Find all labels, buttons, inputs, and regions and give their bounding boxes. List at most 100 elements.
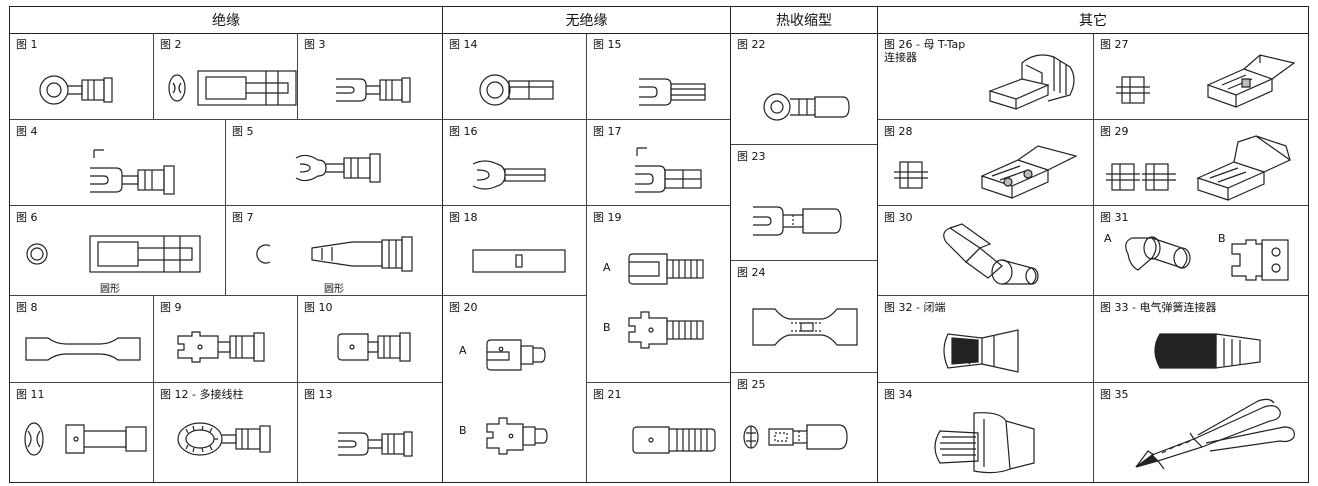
heat-shrink-panel: 热收缩型 图 22 图 23 图 24 图 25 [730, 6, 878, 483]
figure-20-cell: 图 20 A B [443, 296, 587, 482]
figure-6-sublabel: 圆形 [100, 284, 120, 295]
figure-13-cell: 图 13 [298, 383, 442, 482]
figure-33-cell: 图 33 - 电气弹簧连接器 [1094, 296, 1308, 383]
figure-8-label: 图 8 [16, 301, 38, 314]
t-tap-connector-icon [988, 54, 1075, 110]
figure-29-label: 图 29 [1100, 125, 1129, 138]
figure-9-cell: 图 9 [154, 296, 298, 383]
figure-19-variant-b: B [603, 321, 611, 334]
figure-10-cell: 图 10 [298, 296, 442, 383]
figure-7-label: 图 7 [232, 211, 254, 224]
figure-32-label: 图 32 - 闭端 [884, 301, 946, 314]
figure-28-cell: 图 28 [878, 120, 1094, 206]
figure-34-cell: 图 34 [878, 383, 1094, 482]
wire-connector-variant-b-icon [1231, 239, 1289, 281]
ring-terminal-icon [479, 74, 554, 106]
figure-27-label: 图 27 [1100, 38, 1129, 51]
figure-16-cell: 图 16 [443, 120, 587, 206]
figure-33-label: 图 33 - 电气弹簧连接器 [1100, 301, 1217, 314]
figure-35-label: 图 35 [1100, 388, 1129, 401]
flanged-spade-terminal-icon [295, 153, 381, 183]
figure-22-label: 图 22 [737, 38, 766, 51]
heat-shrink-ring-terminal-icon [763, 93, 850, 121]
figure-10-label: 图 10 [304, 301, 333, 314]
figure-5-label: 图 5 [232, 125, 254, 138]
figure-4-label: 图 4 [16, 125, 38, 138]
figure-20-label: 图 20 [449, 301, 478, 314]
figure-3-cell: 图 3 [298, 33, 442, 120]
figure-19-cell: 图 19 A B [587, 206, 731, 383]
figure-2-label: 图 2 [160, 38, 182, 51]
heat-shrink-header: 热收缩型 [731, 7, 877, 34]
figure-11-cell: 图 11 [10, 383, 154, 482]
tap-schematic-icon [1116, 76, 1150, 104]
figure-15-label: 图 15 [593, 38, 622, 51]
heat-shrink-disconnect-icon [743, 424, 848, 450]
insulation-displacement-connector-icon [1206, 54, 1296, 108]
figure-32-cell: 图 32 - 闭端 [878, 296, 1094, 383]
figure-18-label: 图 18 [449, 211, 478, 224]
wire-connector-variant-a-icon [1125, 236, 1191, 271]
figure-1-label: 图 1 [16, 38, 38, 51]
flanged-spade-terminal-icon [472, 160, 546, 190]
figure-1-cell: 图 1 [10, 33, 154, 120]
figure-24-label: 图 24 [737, 266, 766, 279]
figure-14-label: 图 14 [449, 38, 478, 51]
figure-20-variant-a: A [459, 344, 467, 357]
figure-13-label: 图 13 [304, 388, 333, 401]
figure-25-cell: 图 25 [731, 373, 877, 482]
figure-21-cell: 图 21 [587, 383, 731, 482]
figure-14-cell: 图 14 [443, 33, 587, 120]
figure-12-label: 图 12 - 多接线柱 [160, 388, 244, 401]
figure-28-label: 图 28 [884, 125, 913, 138]
figure-17-cell: 图 17 [587, 120, 731, 206]
figure-25-label: 图 25 [737, 378, 766, 391]
figure-30-cell: 图 30 [878, 206, 1094, 296]
double-splice-connector-icon [1196, 135, 1292, 201]
male-disconnect-variant-b-icon [628, 311, 704, 349]
female-disconnect-variant-a-icon [628, 253, 704, 285]
figure-29-cell: 图 29 [1094, 120, 1308, 206]
figure-20-variant-b: B [459, 424, 467, 437]
heat-shrink-butt-splice-icon [752, 308, 858, 346]
insulated-header: 绝缘 [10, 7, 442, 34]
male-tab-disconnect-icon [632, 426, 716, 454]
figure-11-label: 图 11 [16, 388, 45, 401]
spade-terminal-icon [336, 77, 411, 103]
male-flat-disconnect-variant-b-icon [486, 417, 548, 455]
figure-26-cell: 图 26 - 母 T-Tap 连接器 [878, 33, 1094, 120]
figure-12-cell: 图 12 - 多接线柱 [154, 383, 298, 482]
round-male-disconnect-icon [256, 236, 413, 272]
figure-7-cell: 图 7 圆形 [226, 206, 442, 296]
male-tab-terminal-icon [177, 331, 265, 363]
double-tap-schematic-icon [1106, 163, 1176, 191]
crimping-tool-icon [1135, 398, 1295, 470]
seamless-butt-splice-icon [472, 249, 566, 273]
figure-8-cell: 图 8 [10, 296, 154, 383]
flat-disconnect-variant-a-icon [486, 339, 546, 371]
spade-terminal-icon [338, 431, 413, 457]
hooked-spade-terminal-icon [90, 149, 175, 195]
figure-15-cell: 图 15 [587, 33, 731, 120]
figure-2-cell: 图 2 [154, 33, 298, 120]
figure-18-cell: 图 18 [443, 206, 587, 296]
spring-wire-connector-icon [1154, 333, 1261, 369]
figure-19-label: 图 19 [593, 211, 622, 224]
figure-17-label: 图 17 [593, 125, 622, 138]
non-insulated-panel: 无绝缘 图 14 图 15 图 16 图 17 图 18 [442, 6, 731, 483]
spade-terminal-icon [639, 78, 706, 106]
figure-35-cell: 图 35 [1094, 383, 1308, 482]
figure-31-variant-a: A [1104, 232, 1112, 245]
non-insulated-header: 无绝缘 [443, 7, 730, 34]
closed-end-connector-icon [943, 329, 1019, 373]
figure-19-variant-a: A [603, 261, 611, 274]
figure-23-label: 图 23 [737, 150, 766, 163]
figure-27-cell: 图 27 [1094, 33, 1308, 120]
butt-splice-icon [25, 337, 141, 361]
figure-3-label: 图 3 [304, 38, 326, 51]
round-female-disconnect-icon [26, 235, 201, 273]
figure-16-label: 图 16 [449, 125, 478, 138]
figure-23-cell: 图 23 [731, 145, 877, 261]
figure-6-cell: 图 6 圆形 [10, 206, 226, 296]
figure-4-cell: 图 4 [10, 120, 226, 206]
